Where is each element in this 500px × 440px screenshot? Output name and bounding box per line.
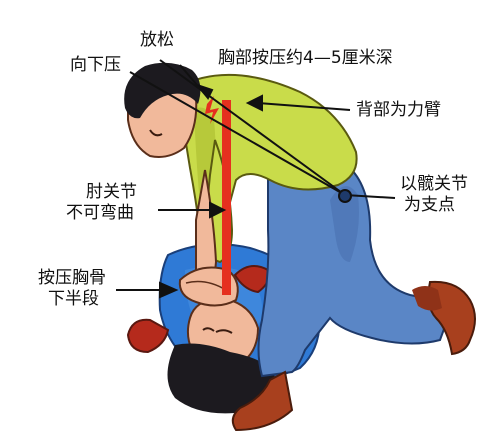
rescuer-torso — [174, 74, 358, 264]
label-hip: 以髋关节 为支点 — [400, 174, 468, 216]
label-elbow: 肘关节 不可弯曲 — [66, 182, 137, 224]
pointer-lines — [116, 59, 396, 299]
label-press-down: 向下压 — [70, 55, 121, 75]
rescuer-legs — [231, 157, 476, 432]
label-sternum: 按压胸骨 下半段 — [38, 268, 106, 310]
label-sternum-line2: 下半段 — [48, 289, 99, 309]
label-hip-line2: 为支点 — [404, 195, 455, 215]
label-elbow-line2: 不可弯曲 — [66, 203, 134, 223]
label-sternum-line1: 按压胸骨 — [38, 268, 106, 288]
label-relax: 放松 — [140, 30, 174, 50]
label-hip-line1: 以髋关节 — [400, 174, 468, 194]
label-elbow-line1: 肘关节 — [86, 182, 137, 202]
label-back-lever: 背部为力臂 — [356, 100, 441, 120]
label-depth: 胸部按压约4—5厘米深 — [218, 48, 393, 68]
force-line — [205, 96, 231, 295]
